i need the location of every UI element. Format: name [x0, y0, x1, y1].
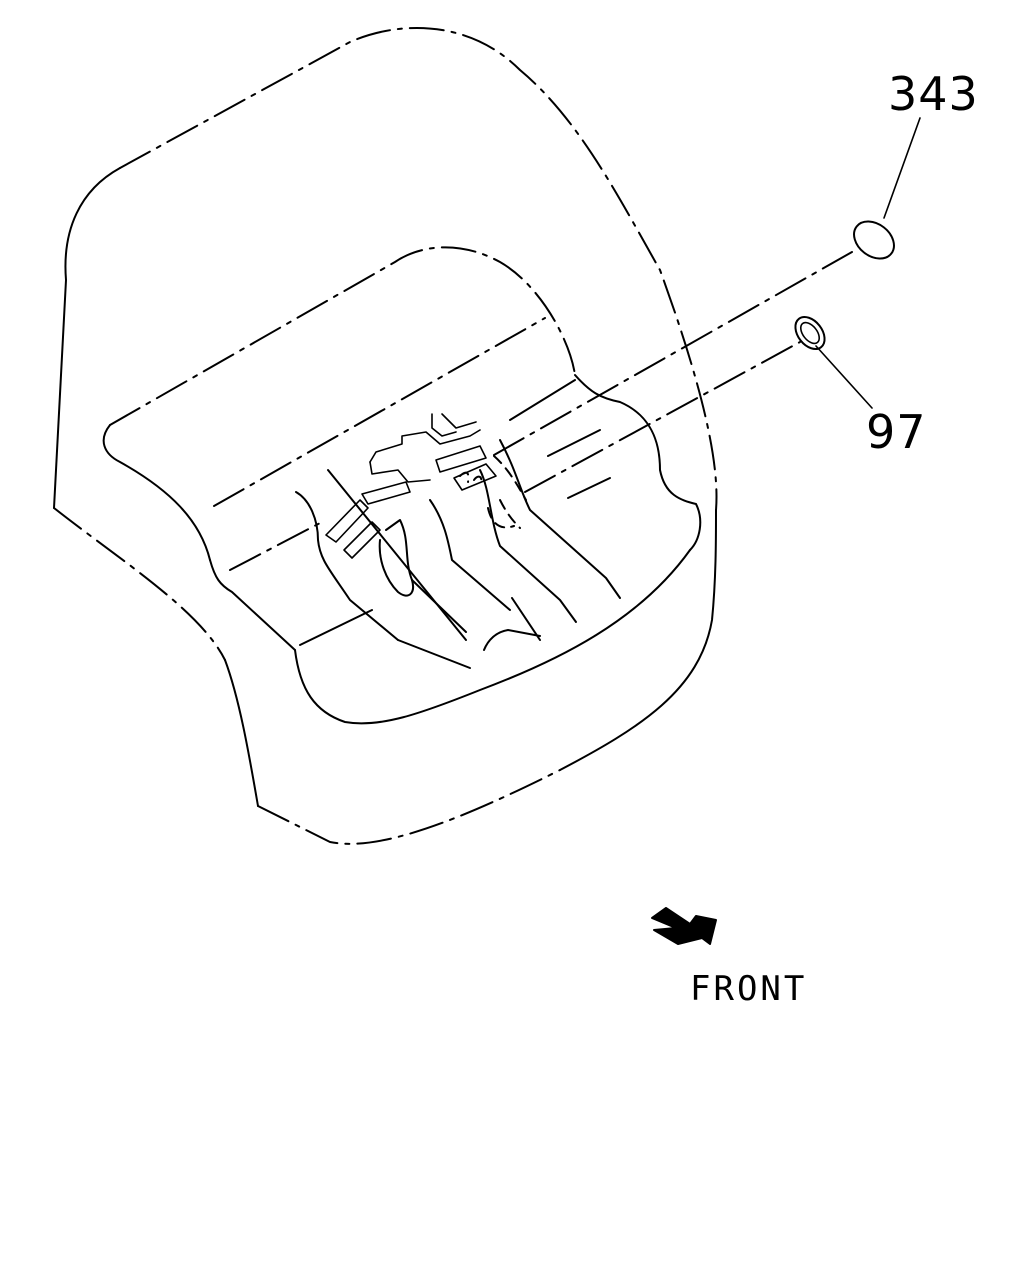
seal-ring-part-97	[794, 316, 873, 409]
inner-console	[102, 246, 702, 725]
arrow-right-icon	[651, 907, 717, 945]
callout-343: 343	[888, 67, 979, 121]
centerlines	[493, 251, 853, 493]
outer-panel	[53, 27, 718, 845]
cap-part-343	[853, 117, 921, 260]
hidden-bore	[459, 455, 527, 529]
shift-mechanism	[295, 413, 621, 669]
callout-97: 97	[866, 405, 927, 459]
front-label: FRONT	[690, 969, 807, 1009]
